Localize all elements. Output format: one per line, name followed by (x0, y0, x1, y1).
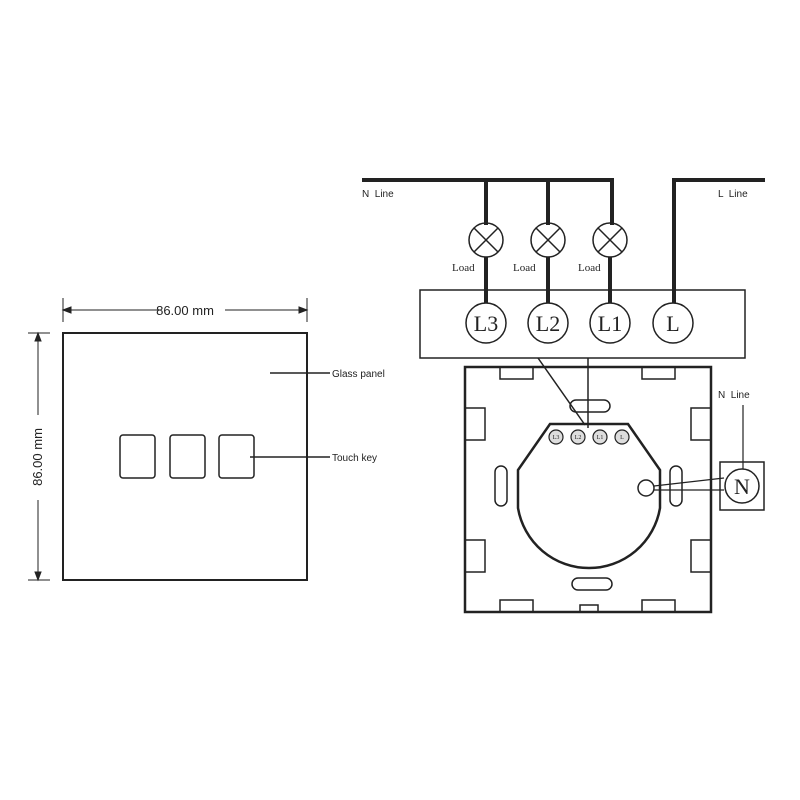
terminal-label: L2 (536, 311, 560, 336)
l-line-wire (672, 178, 765, 305)
screw-slots (494, 399, 683, 591)
neutral-terminal-label: N (734, 474, 750, 499)
n-line-label: N Line (362, 189, 394, 200)
n-line-wire (362, 178, 614, 305)
neutral-box (719, 461, 765, 511)
switch-module (516, 422, 662, 570)
lamp-icon (468, 222, 504, 258)
lamp-icon (530, 222, 566, 258)
module-terminal-label: L3 (553, 435, 560, 441)
neutral-port (637, 479, 655, 497)
neutral-line-label: N Line (718, 390, 750, 401)
module-terminal-label: L1 (597, 435, 604, 441)
touch-key-label: Touch key (332, 453, 377, 464)
width-label: 86.00 mm (156, 303, 214, 318)
terminal-label: L (666, 311, 679, 336)
touch-key-2 (169, 434, 206, 479)
glass-panel-label: Glass panel (332, 369, 385, 380)
height-dimension (28, 331, 50, 582)
terminal-label: L1 (598, 311, 622, 336)
l-line-label: L Line (718, 189, 748, 200)
mounting-clips (464, 366, 712, 613)
load-label: Load (578, 262, 601, 274)
module-terminal-label: L2 (575, 435, 582, 441)
load-label: Load (513, 262, 536, 274)
touch-key-1 (119, 434, 156, 479)
height-label: 86.00 mm (30, 428, 45, 486)
module-terminal-label: L (620, 435, 624, 441)
terminal-label: L3 (474, 311, 498, 336)
lamp-icon (592, 222, 628, 258)
width-dimension (61, 298, 309, 322)
module-terminals (548, 429, 630, 445)
terminal-block (419, 289, 746, 359)
touch-key-3 (218, 434, 255, 479)
load-label: Load (452, 262, 475, 274)
